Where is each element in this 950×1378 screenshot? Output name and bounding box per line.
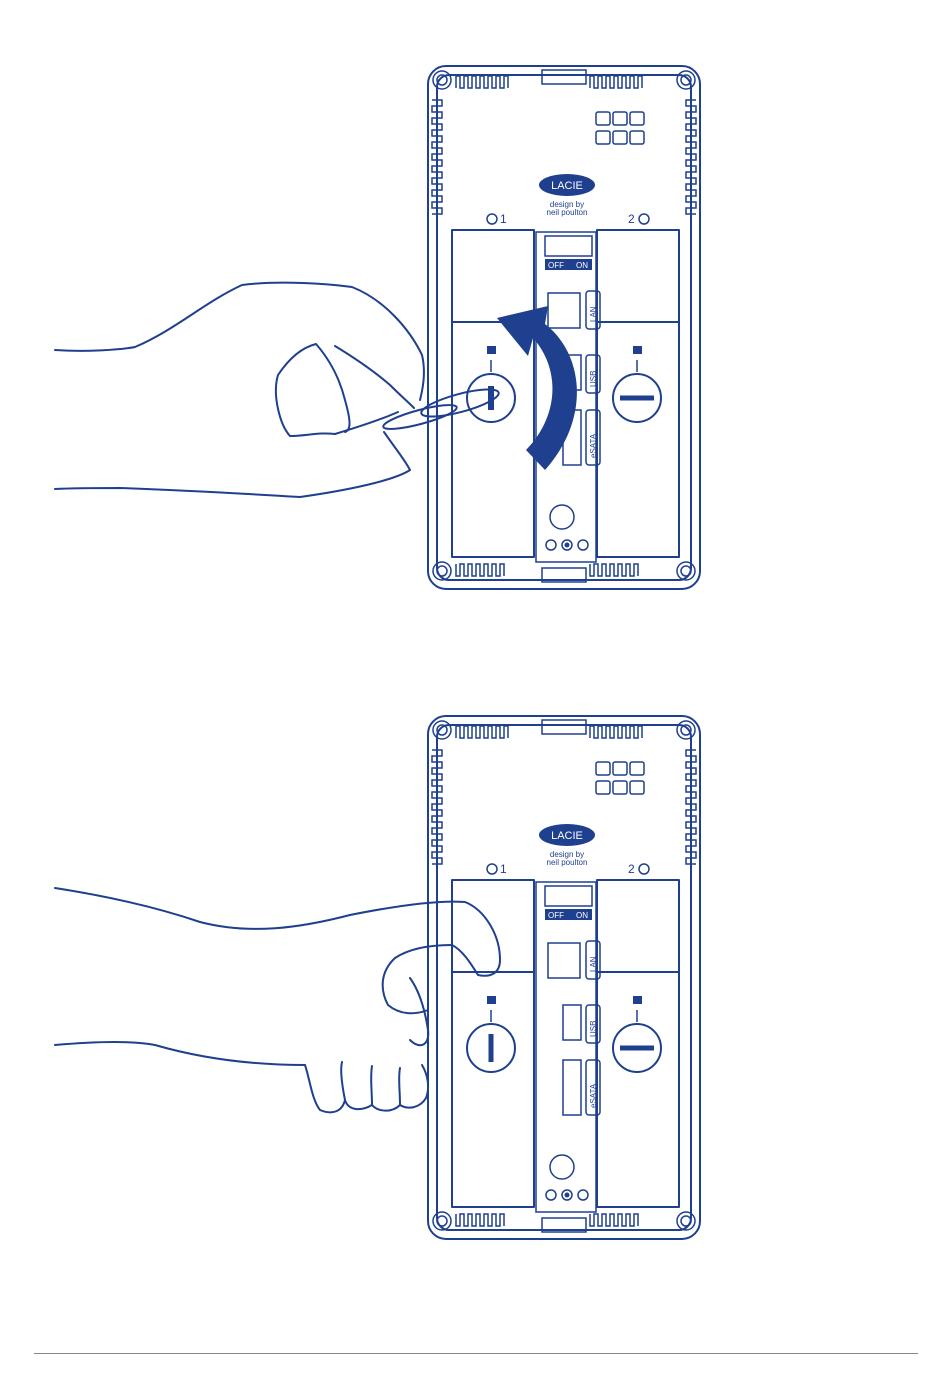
hand-icon	[55, 888, 500, 1112]
hand-icon	[55, 283, 501, 497]
brand-logo: LACIE	[551, 180, 583, 192]
switch-off-label: OFF	[548, 261, 564, 270]
bay-1-label: 1	[500, 862, 507, 876]
bay-2-label: 2	[628, 862, 635, 876]
device-back-panel: LACIE design by neil poulton 1 2 OFF ON …	[428, 66, 700, 589]
port-esata-label: eSATA	[589, 433, 598, 458]
device-back-panel-step2: LACIE design by neil poulton 1 2 OFF ON …	[428, 716, 700, 1239]
bay-2-label: 2	[628, 212, 635, 226]
port-usb-label: USB	[589, 371, 598, 387]
switch-on-label: ON	[576, 911, 588, 920]
credit-line-2: neil poulton	[547, 858, 588, 867]
port-lan-label: LAN	[589, 956, 598, 972]
brand-logo: LACIE	[551, 830, 583, 842]
switch-on-label: ON	[576, 261, 588, 270]
port-esata-label: eSATA	[589, 1083, 598, 1108]
port-lan-label: LAN	[589, 306, 598, 322]
bay-1-label: 1	[500, 212, 507, 226]
port-usb-label: USB	[589, 1021, 598, 1037]
rotate-arrow-icon	[497, 306, 577, 470]
credit-line-2: neil poulton	[547, 208, 588, 217]
footer-rule	[34, 1353, 918, 1354]
switch-off-label: OFF	[548, 911, 564, 920]
